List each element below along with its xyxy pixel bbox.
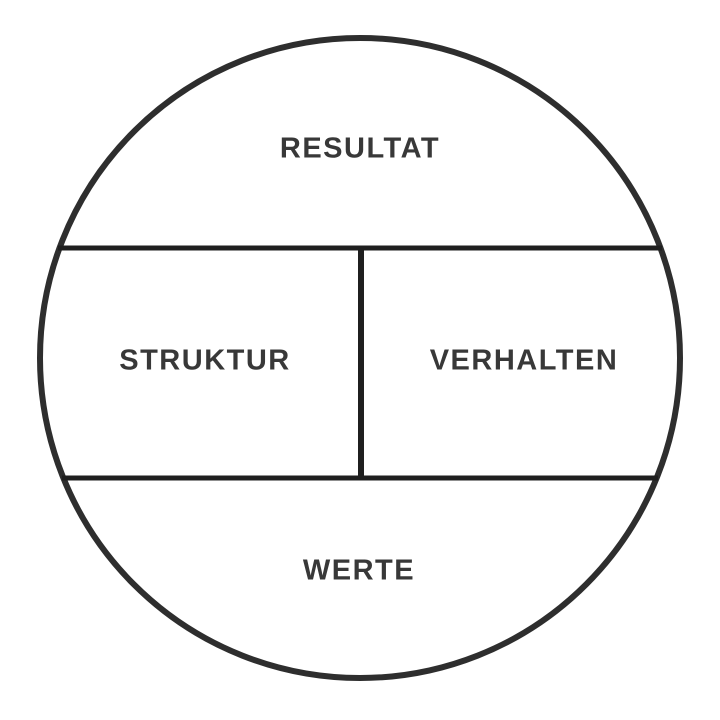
- region-label-struktur: STRUKTUR: [119, 344, 291, 377]
- region-label-verhalten: VERHALTEN: [429, 344, 619, 377]
- circle-outline: [37, 35, 683, 681]
- region-label-werte: WERTE: [302, 554, 416, 587]
- region-label-resultat: RESULTAT: [279, 132, 441, 165]
